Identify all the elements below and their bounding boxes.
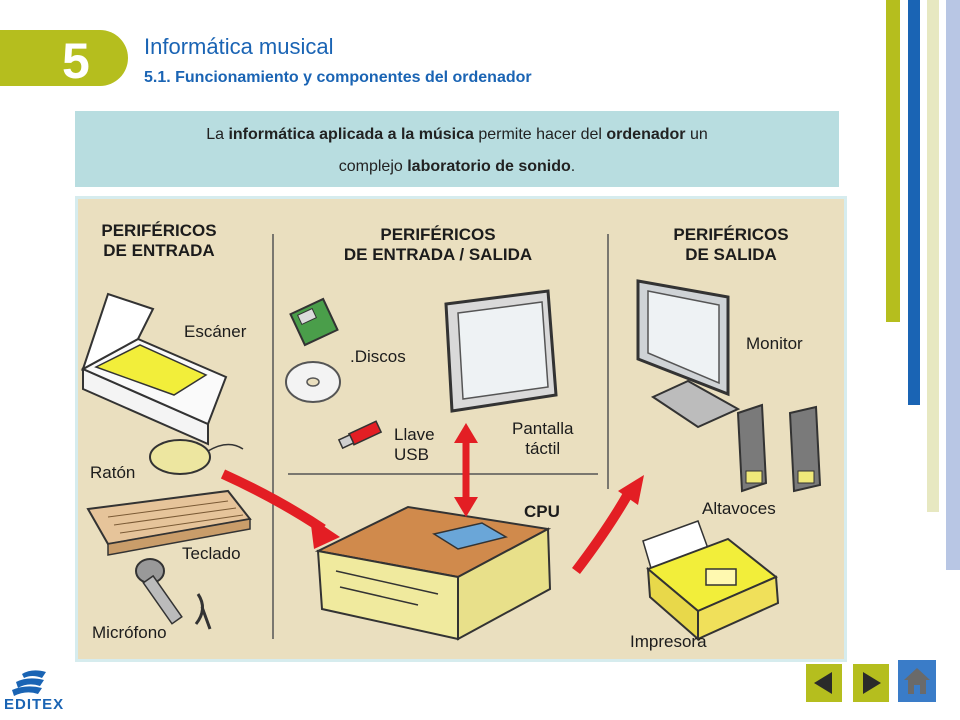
header-input-line-2: DE ENTRADA — [103, 241, 215, 260]
label-printer: Impresora — [630, 632, 707, 651]
label-touch-screen: Pantalla táctil — [512, 419, 573, 459]
intro-text: La — [206, 126, 229, 143]
label-monitor: Monitor — [746, 334, 803, 353]
next-button[interactable] — [853, 664, 889, 702]
floppy-disk-icon — [289, 297, 339, 347]
header-output-line-1: PERIFÉRICOS — [673, 225, 789, 244]
label-mouse: Ratón — [90, 463, 136, 482]
mouse-icon — [149, 439, 244, 475]
decor-stripe-cream — [927, 0, 939, 512]
chapter-badge: 5 — [0, 30, 128, 89]
intro-text: complejo — [338, 158, 408, 175]
speakers-icon — [736, 403, 822, 493]
label-cpu: CPU — [524, 502, 560, 521]
decor-stripe-blue — [908, 0, 920, 405]
intro-text-bold: informática aplicada a la música — [228, 126, 474, 143]
home-button[interactable] — [898, 660, 936, 702]
arrow-cpu-io-icon — [454, 423, 478, 517]
intro-text: permite hacer del — [473, 126, 607, 143]
arrow-left-icon — [814, 672, 832, 694]
page-subtitle: 5.1. Funcionamiento y componentes del or… — [144, 69, 532, 86]
intro-text-bold: ordenador — [606, 126, 686, 143]
header-input-peripherals: PERIFÉRICOS DE ENTRADA — [84, 221, 234, 261]
intro-text: . — [570, 158, 576, 175]
keyboard-icon — [86, 489, 252, 556]
peripherals-drawing — [80, 234, 822, 642]
cd-icon — [285, 361, 341, 403]
header-output-peripherals: PERIFÉRICOS DE SALIDA — [656, 225, 806, 265]
intro-text: un — [685, 126, 708, 143]
chapter-number: 5 — [62, 33, 90, 89]
intro-text-bold: laboratorio de sonido — [407, 158, 571, 175]
label-disks: .Discos — [350, 347, 406, 366]
editex-logo-icon — [12, 670, 46, 696]
label-speakers: Altavoces — [702, 499, 776, 518]
label-usb-key: Llave USB — [394, 425, 435, 465]
label-usb-line-2: USB — [394, 445, 429, 464]
header-io-line-2: DE ENTRADA / SALIDA — [343, 245, 533, 264]
intro-line-1: La informática aplicada a la música perm… — [75, 118, 839, 152]
printer-icon — [642, 520, 780, 642]
label-usb-line-1: Llave — [394, 425, 435, 444]
monitor-icon — [636, 279, 741, 429]
arrow-cpu-to-output-icon — [572, 475, 644, 575]
editex-logo-text: EDITEX — [4, 696, 65, 713]
intro-box: La informática aplicada a la música perm… — [75, 111, 839, 187]
home-icon — [904, 668, 930, 694]
header-input-line-1: PERIFÉRICOS — [101, 221, 217, 240]
header-output-line-2: DE SALIDA — [685, 245, 777, 264]
previous-button[interactable] — [806, 664, 842, 702]
arrow-right-icon — [863, 672, 881, 694]
scanner-icon — [80, 292, 228, 446]
page-title: Informática musical — [144, 34, 334, 59]
label-touch-line-2: táctil — [525, 439, 561, 458]
arrow-input-to-cpu-icon — [220, 469, 340, 549]
microphone-icon — [135, 558, 212, 630]
label-keyboard: Teclado — [182, 544, 241, 563]
label-microphone: Micrófono — [92, 623, 167, 642]
peripherals-illustration: PERIFÉRICOS DE ENTRADA PERIFÉRICOS DE EN… — [75, 196, 847, 662]
header-io-line-1: PERIFÉRICOS — [380, 225, 496, 244]
label-scanner: Escáner — [184, 322, 247, 341]
cpu-icon — [314, 505, 552, 641]
label-touch-line-1: Pantalla — [512, 419, 574, 438]
touch-screen-icon — [444, 289, 558, 413]
intro-line-2: complejo laboratorio de sonido. — [75, 150, 839, 184]
header-io-peripherals: PERIFÉRICOS DE ENTRADA / SALIDA — [308, 225, 568, 265]
decor-stripe-green — [886, 0, 900, 322]
usb-key-icon — [337, 420, 383, 450]
decor-stripe-lightblue — [946, 0, 960, 570]
